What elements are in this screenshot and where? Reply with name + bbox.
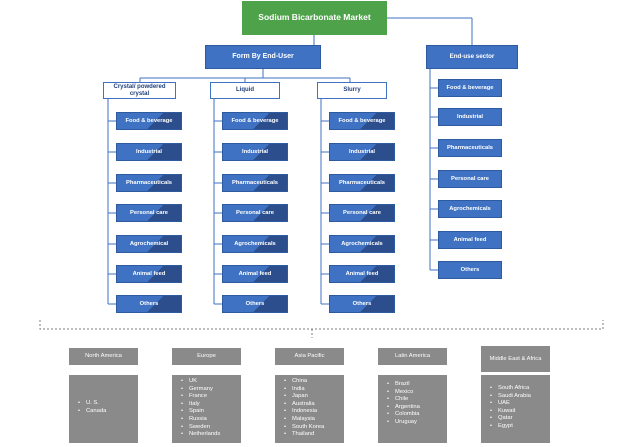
country-item: Germany: [181, 386, 241, 394]
region-brace: [39, 320, 604, 338]
crystal-leaf-animal-feed: Animal feed: [116, 265, 182, 283]
end-use-sector-node: End-use sector: [426, 45, 518, 69]
category-slurry-node: Slurry: [317, 82, 387, 99]
country-item: Russia: [181, 416, 241, 424]
crystal-leaf-pharmaceuticals: Pharmaceuticals: [116, 174, 182, 192]
slurry-leaf-animal-feed: Animal feed: [329, 265, 395, 283]
category-liquid-node: Liquid: [210, 82, 280, 99]
country-item: Colombia: [387, 411, 447, 419]
country-item: Chile: [387, 396, 447, 404]
region-north-america: North America: [69, 348, 138, 365]
country-item: Netherlands: [181, 431, 241, 439]
country-item: China: [284, 378, 344, 386]
country-item: Indonesia: [284, 408, 344, 416]
liquid-leaf-animal-feed: Animal feed: [222, 265, 288, 283]
slurry-leaf-personal-care: Personal care: [329, 204, 395, 222]
liquid-leaf-pharmaceuticals: Pharmaceuticals: [222, 174, 288, 192]
country-item: Italy: [181, 401, 241, 409]
sector-leaf-industrial: Industrial: [438, 108, 502, 126]
liquid-leaf-agrochemicals: Agrochemicals: [222, 235, 288, 253]
crystal-leaf-personal-care: Personal care: [116, 204, 182, 222]
liquid-leaf-personal-care: Personal care: [222, 204, 288, 222]
liquid-leaf-industrial: Industrial: [222, 143, 288, 161]
country-list-asia-pacific: China India Japan Australia Indonesia Ma…: [275, 375, 344, 443]
crystal-leaf-industrial: Industrial: [116, 143, 182, 161]
country-item: Brazil: [387, 381, 447, 389]
country-item: South Africa: [490, 385, 550, 393]
country-item: Australia: [284, 401, 344, 409]
crystal-leaf-agrochemical: Agrochemical: [116, 235, 182, 253]
slurry-leaf-others: Others: [329, 295, 395, 313]
country-list-middle-east-africa: South Africa Saudi Arabia UAE Kuwait Qat…: [481, 375, 550, 443]
category-crystal-node: Crystal/ powdered crystal: [103, 82, 176, 99]
country-item: Spain: [181, 408, 241, 416]
root-node-title: Sodium Bicarbonate Market: [242, 1, 387, 35]
crystal-leaf-food-beverage: Food & beverage: [116, 112, 182, 130]
liquid-leaf-others: Others: [222, 295, 288, 313]
liquid-leaf-food-beverage: Food & beverage: [222, 112, 288, 130]
sector-leaf-animal-feed: Animal feed: [438, 231, 502, 249]
country-item: Kuwait: [490, 408, 550, 416]
country-item: Canada: [78, 408, 138, 416]
sector-leaf-agrochemicals: Agrochemicals: [438, 200, 502, 218]
region-europe: Europe: [172, 348, 241, 365]
region-latin-america: Latin America: [378, 348, 447, 365]
slurry-leaf-food-beverage: Food & beverage: [329, 112, 395, 130]
slurry-leaf-agrochemicals: Agrochemicals: [329, 235, 395, 253]
slurry-leaf-pharmaceuticals: Pharmaceuticals: [329, 174, 395, 192]
country-item: Malaysia: [284, 416, 344, 424]
form-by-end-user-node: Form By End-User: [205, 45, 321, 69]
country-item: Qatar: [490, 415, 550, 423]
country-list-north-america: U. S. Canada: [69, 375, 138, 443]
country-list-latin-america: Brazil Mexico Chile Argentina Colombia U…: [378, 375, 447, 443]
country-item: Sweden: [181, 424, 241, 432]
sector-leaf-pharmaceuticals: Pharmaceuticals: [438, 139, 502, 157]
country-item: UK: [181, 378, 241, 386]
country-item: Uruguay: [387, 419, 447, 427]
sector-leaf-others: Others: [438, 261, 502, 279]
crystal-leaf-others: Others: [116, 295, 182, 313]
country-item: UAE: [490, 400, 550, 408]
slurry-leaf-industrial: Industrial: [329, 143, 395, 161]
country-item: Egypt: [490, 423, 550, 431]
sector-leaf-personal-care: Personal care: [438, 170, 502, 188]
country-item: Thailand: [284, 431, 344, 439]
region-asia-pacific: Asia Pacific: [275, 348, 344, 365]
country-item: U. S.: [78, 400, 138, 408]
country-item: South Korea: [284, 424, 344, 432]
region-middle-east-africa: Middle East & Africa: [481, 346, 550, 372]
country-item: India: [284, 386, 344, 394]
country-item: Mexico: [387, 389, 447, 397]
country-item: Japan: [284, 393, 344, 401]
country-item: Saudi Arabia: [490, 393, 550, 401]
country-list-europe: UK Germany France Italy Spain Russia Swe…: [172, 375, 241, 443]
country-item: France: [181, 393, 241, 401]
country-item: Argentina: [387, 404, 447, 412]
sector-leaf-food-beverage: Food & beverage: [438, 79, 502, 97]
